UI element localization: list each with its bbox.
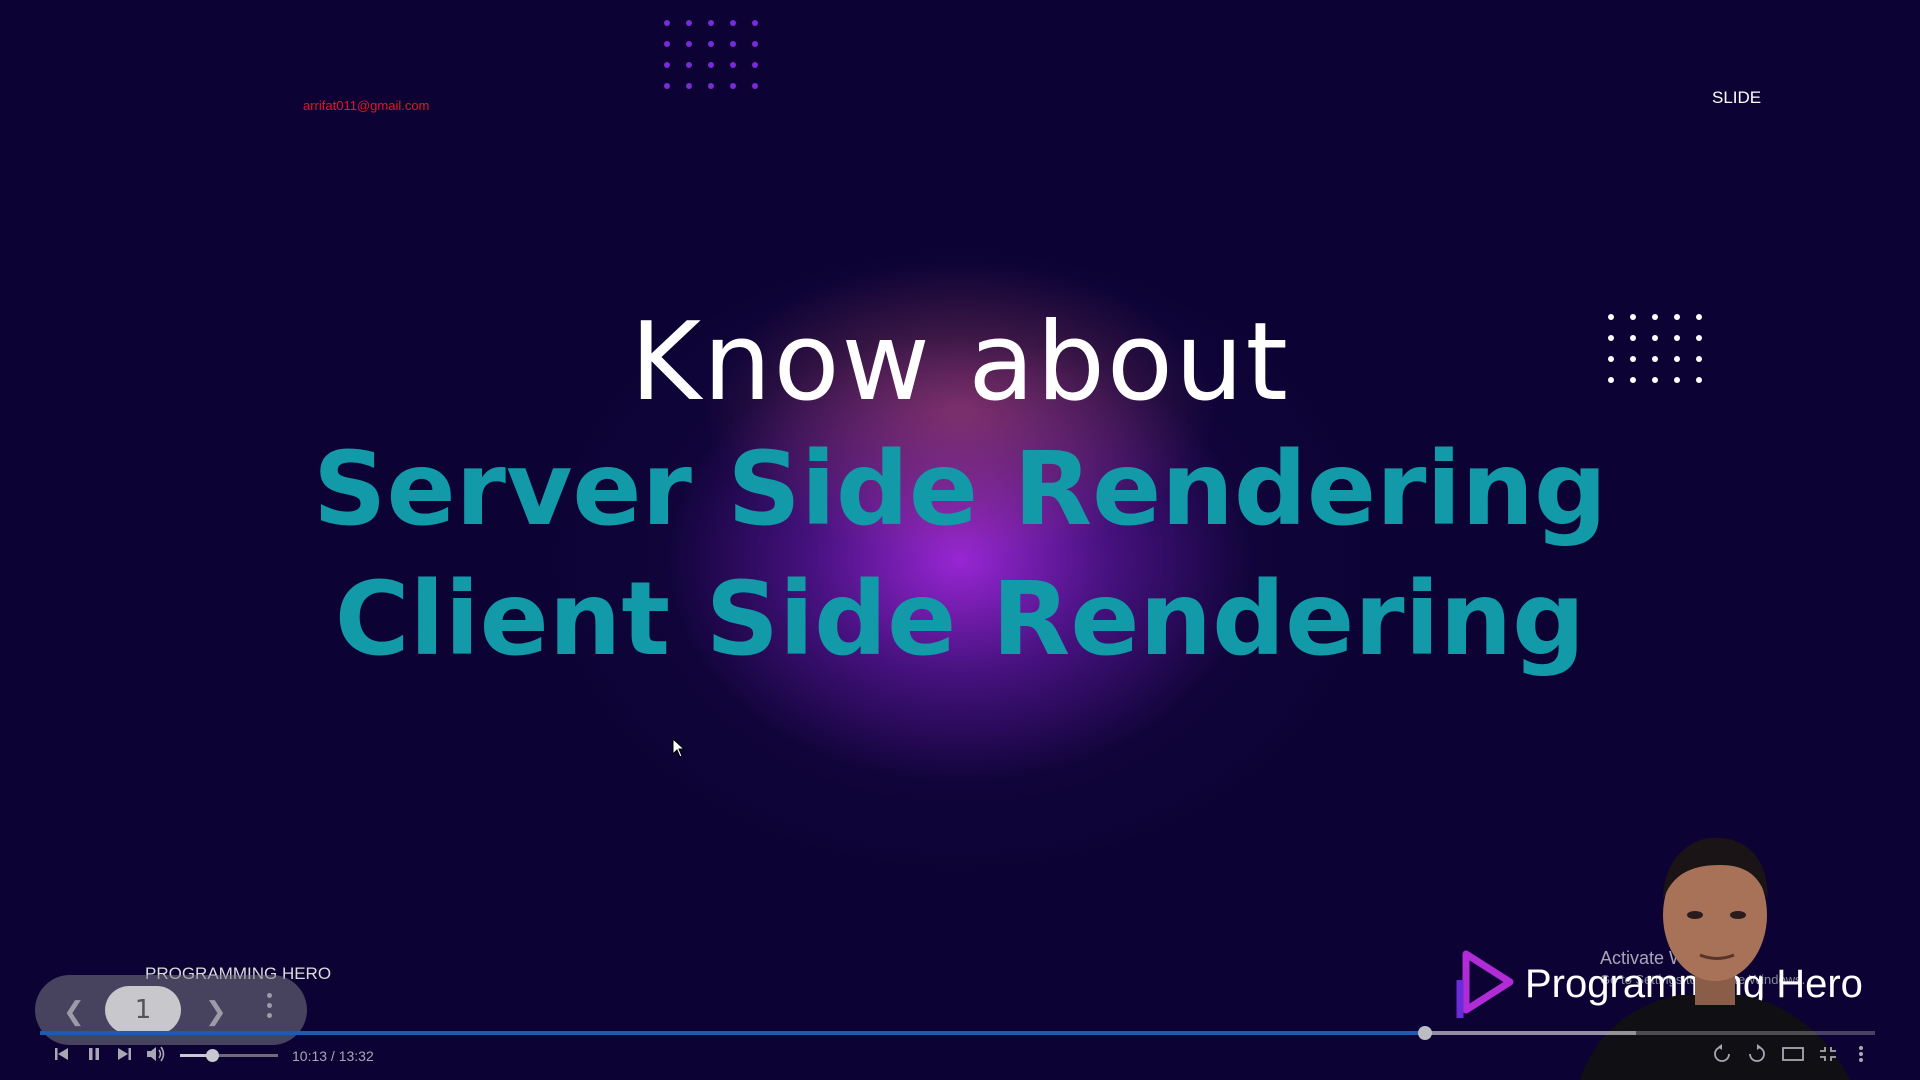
- buffered-bar: [1424, 1031, 1637, 1035]
- skip-forward-icon[interactable]: [116, 1046, 132, 1062]
- programming-hero-logo-icon: [1456, 950, 1514, 1018]
- theater-mode-icon[interactable]: [1782, 1046, 1804, 1062]
- slide-label: SLIDE: [1712, 88, 1762, 107]
- skip-back-icon[interactable]: [54, 1046, 70, 1062]
- played-bar: [40, 1031, 1425, 1035]
- background-glow: [700, 260, 1220, 560]
- volume-icon[interactable]: [146, 1045, 166, 1063]
- decorative-dot-grid-top: [664, 20, 758, 89]
- forward-10-icon[interactable]: [1747, 1044, 1767, 1064]
- time-display: 10:13 / 13:32: [292, 1048, 374, 1064]
- volume-fill: [180, 1054, 213, 1057]
- player-controls: 10:13 / 13:32: [0, 1040, 1920, 1070]
- exit-fullscreen-icon[interactable]: [1819, 1046, 1837, 1062]
- replay-10-icon[interactable]: [1712, 1044, 1732, 1064]
- slide-heading-line-3: Client Side Rendering: [334, 560, 1586, 679]
- mouse-cursor-icon: [672, 738, 686, 758]
- pager-more-icon[interactable]: [267, 993, 273, 1023]
- slide-heading-line-1: Know about: [630, 300, 1290, 425]
- watermark-email: arrifat011@gmail.com: [303, 98, 430, 113]
- more-icon[interactable]: [1858, 1045, 1864, 1063]
- video-progress-bar[interactable]: [40, 1026, 1875, 1040]
- chevron-right-icon[interactable]: ❯: [205, 997, 227, 1027]
- pause-icon[interactable]: [86, 1046, 102, 1062]
- slide-heading-line-2: Server Side Rendering: [313, 430, 1607, 549]
- volume-slider[interactable]: [180, 1049, 278, 1062]
- volume-handle[interactable]: [206, 1049, 220, 1062]
- progress-handle[interactable]: [1417, 1026, 1432, 1040]
- chevron-left-icon[interactable]: ❮: [63, 997, 85, 1027]
- page-number-button[interactable]: 1: [105, 986, 181, 1034]
- decorative-dot-grid-right: [1608, 314, 1702, 383]
